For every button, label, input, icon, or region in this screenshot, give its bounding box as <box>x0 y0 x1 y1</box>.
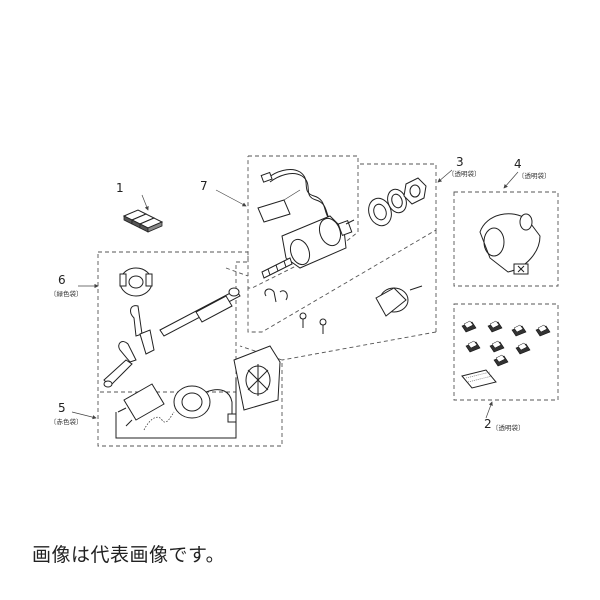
caption-representative-image: 画像は代表画像です。 <box>32 544 226 566</box>
group-box-4 <box>453 191 559 287</box>
part-5-fan-unit <box>115 345 281 439</box>
callout-number: 6 <box>58 273 66 287</box>
callout-number: 3 <box>456 155 464 169</box>
callout-4: 4 〔透明袋〕 <box>514 157 551 180</box>
guide-lines <box>225 230 437 361</box>
callout-7: 7 <box>200 179 208 193</box>
group-box-3 <box>247 163 437 333</box>
part-2-clips <box>461 320 551 389</box>
part-7-motor-assembly <box>257 169 355 279</box>
group-box-6 <box>97 251 249 393</box>
part-1-foam-pads <box>122 209 164 233</box>
callout-sub-label: 〔透明袋〕 <box>448 169 481 178</box>
part-3-rings <box>368 177 427 227</box>
callout-sub-label: 〔透明袋〕 <box>518 171 551 180</box>
callout-number: 2 <box>484 417 492 431</box>
clip-piece-top <box>537 324 548 333</box>
callout-number: 5 <box>58 401 66 415</box>
callout-sub-label: 〔赤色袋〕 <box>50 417 83 426</box>
callout-3: 3 〔透明袋〕 <box>448 155 481 178</box>
callout-sub-label: 〔透明袋〕 <box>492 423 525 432</box>
part-4-cover <box>479 213 541 275</box>
clip-piece-top <box>517 342 528 351</box>
clip-piece-top <box>467 340 478 349</box>
clip-piece-top <box>513 324 524 333</box>
callout-number: 4 <box>514 157 522 171</box>
clip-piece-top <box>491 340 502 349</box>
callout-number: 1 <box>116 181 124 195</box>
callout-number: 7 <box>200 179 208 193</box>
clip-piece-top <box>489 320 500 329</box>
leader-lines <box>71 169 519 420</box>
callout-6: 6 〔緑色袋〕 <box>50 273 83 298</box>
part-cup <box>375 285 423 317</box>
clip-piece-top <box>495 354 506 363</box>
part-6-handle-parts <box>103 267 327 388</box>
callout-2: 2 〔透明袋〕 <box>484 417 525 432</box>
clip-piece-top <box>463 320 474 329</box>
callout-5: 5 〔赤色袋〕 <box>50 401 83 426</box>
group-box-2 <box>453 303 559 401</box>
callout-1: 1 <box>116 181 124 195</box>
callout-sub-label: 〔緑色袋〕 <box>50 289 83 298</box>
